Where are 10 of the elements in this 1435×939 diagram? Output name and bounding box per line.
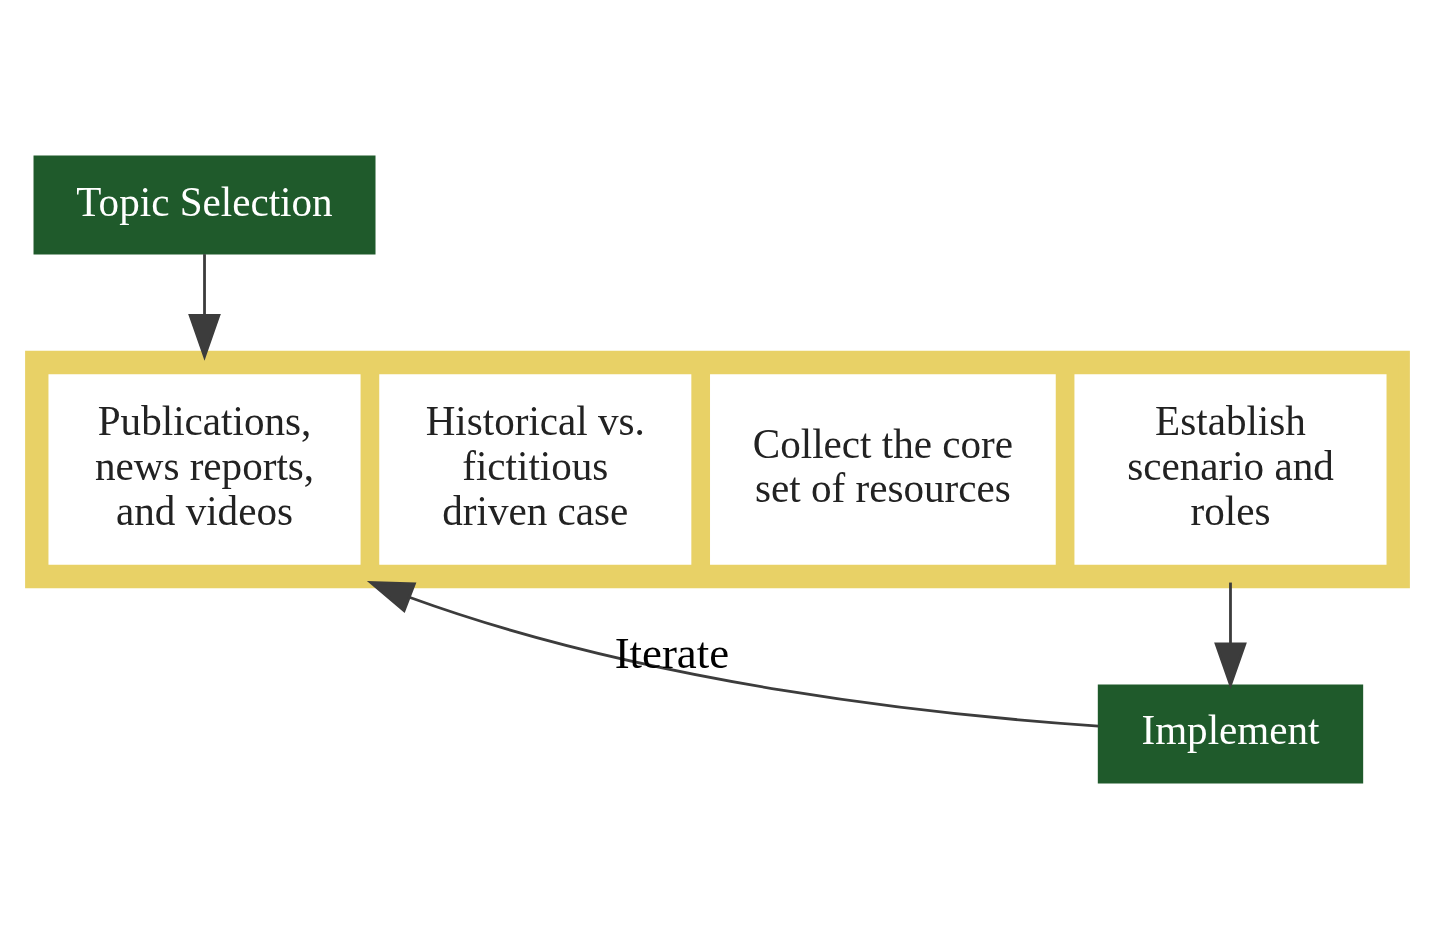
node-box: Implement	[1097, 684, 1364, 784]
node-box: Collect the core set of resources	[710, 374, 1056, 565]
arrow	[1214, 582, 1247, 690]
cluster	[25, 350, 1410, 589]
node-box: Historical vs. fictitious driven case	[379, 374, 692, 565]
arrow	[366, 581, 1099, 728]
node-box: Establish scenario and roles	[1074, 374, 1387, 565]
edge-label: Iterate	[614, 628, 730, 679]
node-box: Topic Selection	[33, 155, 376, 255]
node-box: Publications, news reports, and videos	[48, 374, 361, 565]
